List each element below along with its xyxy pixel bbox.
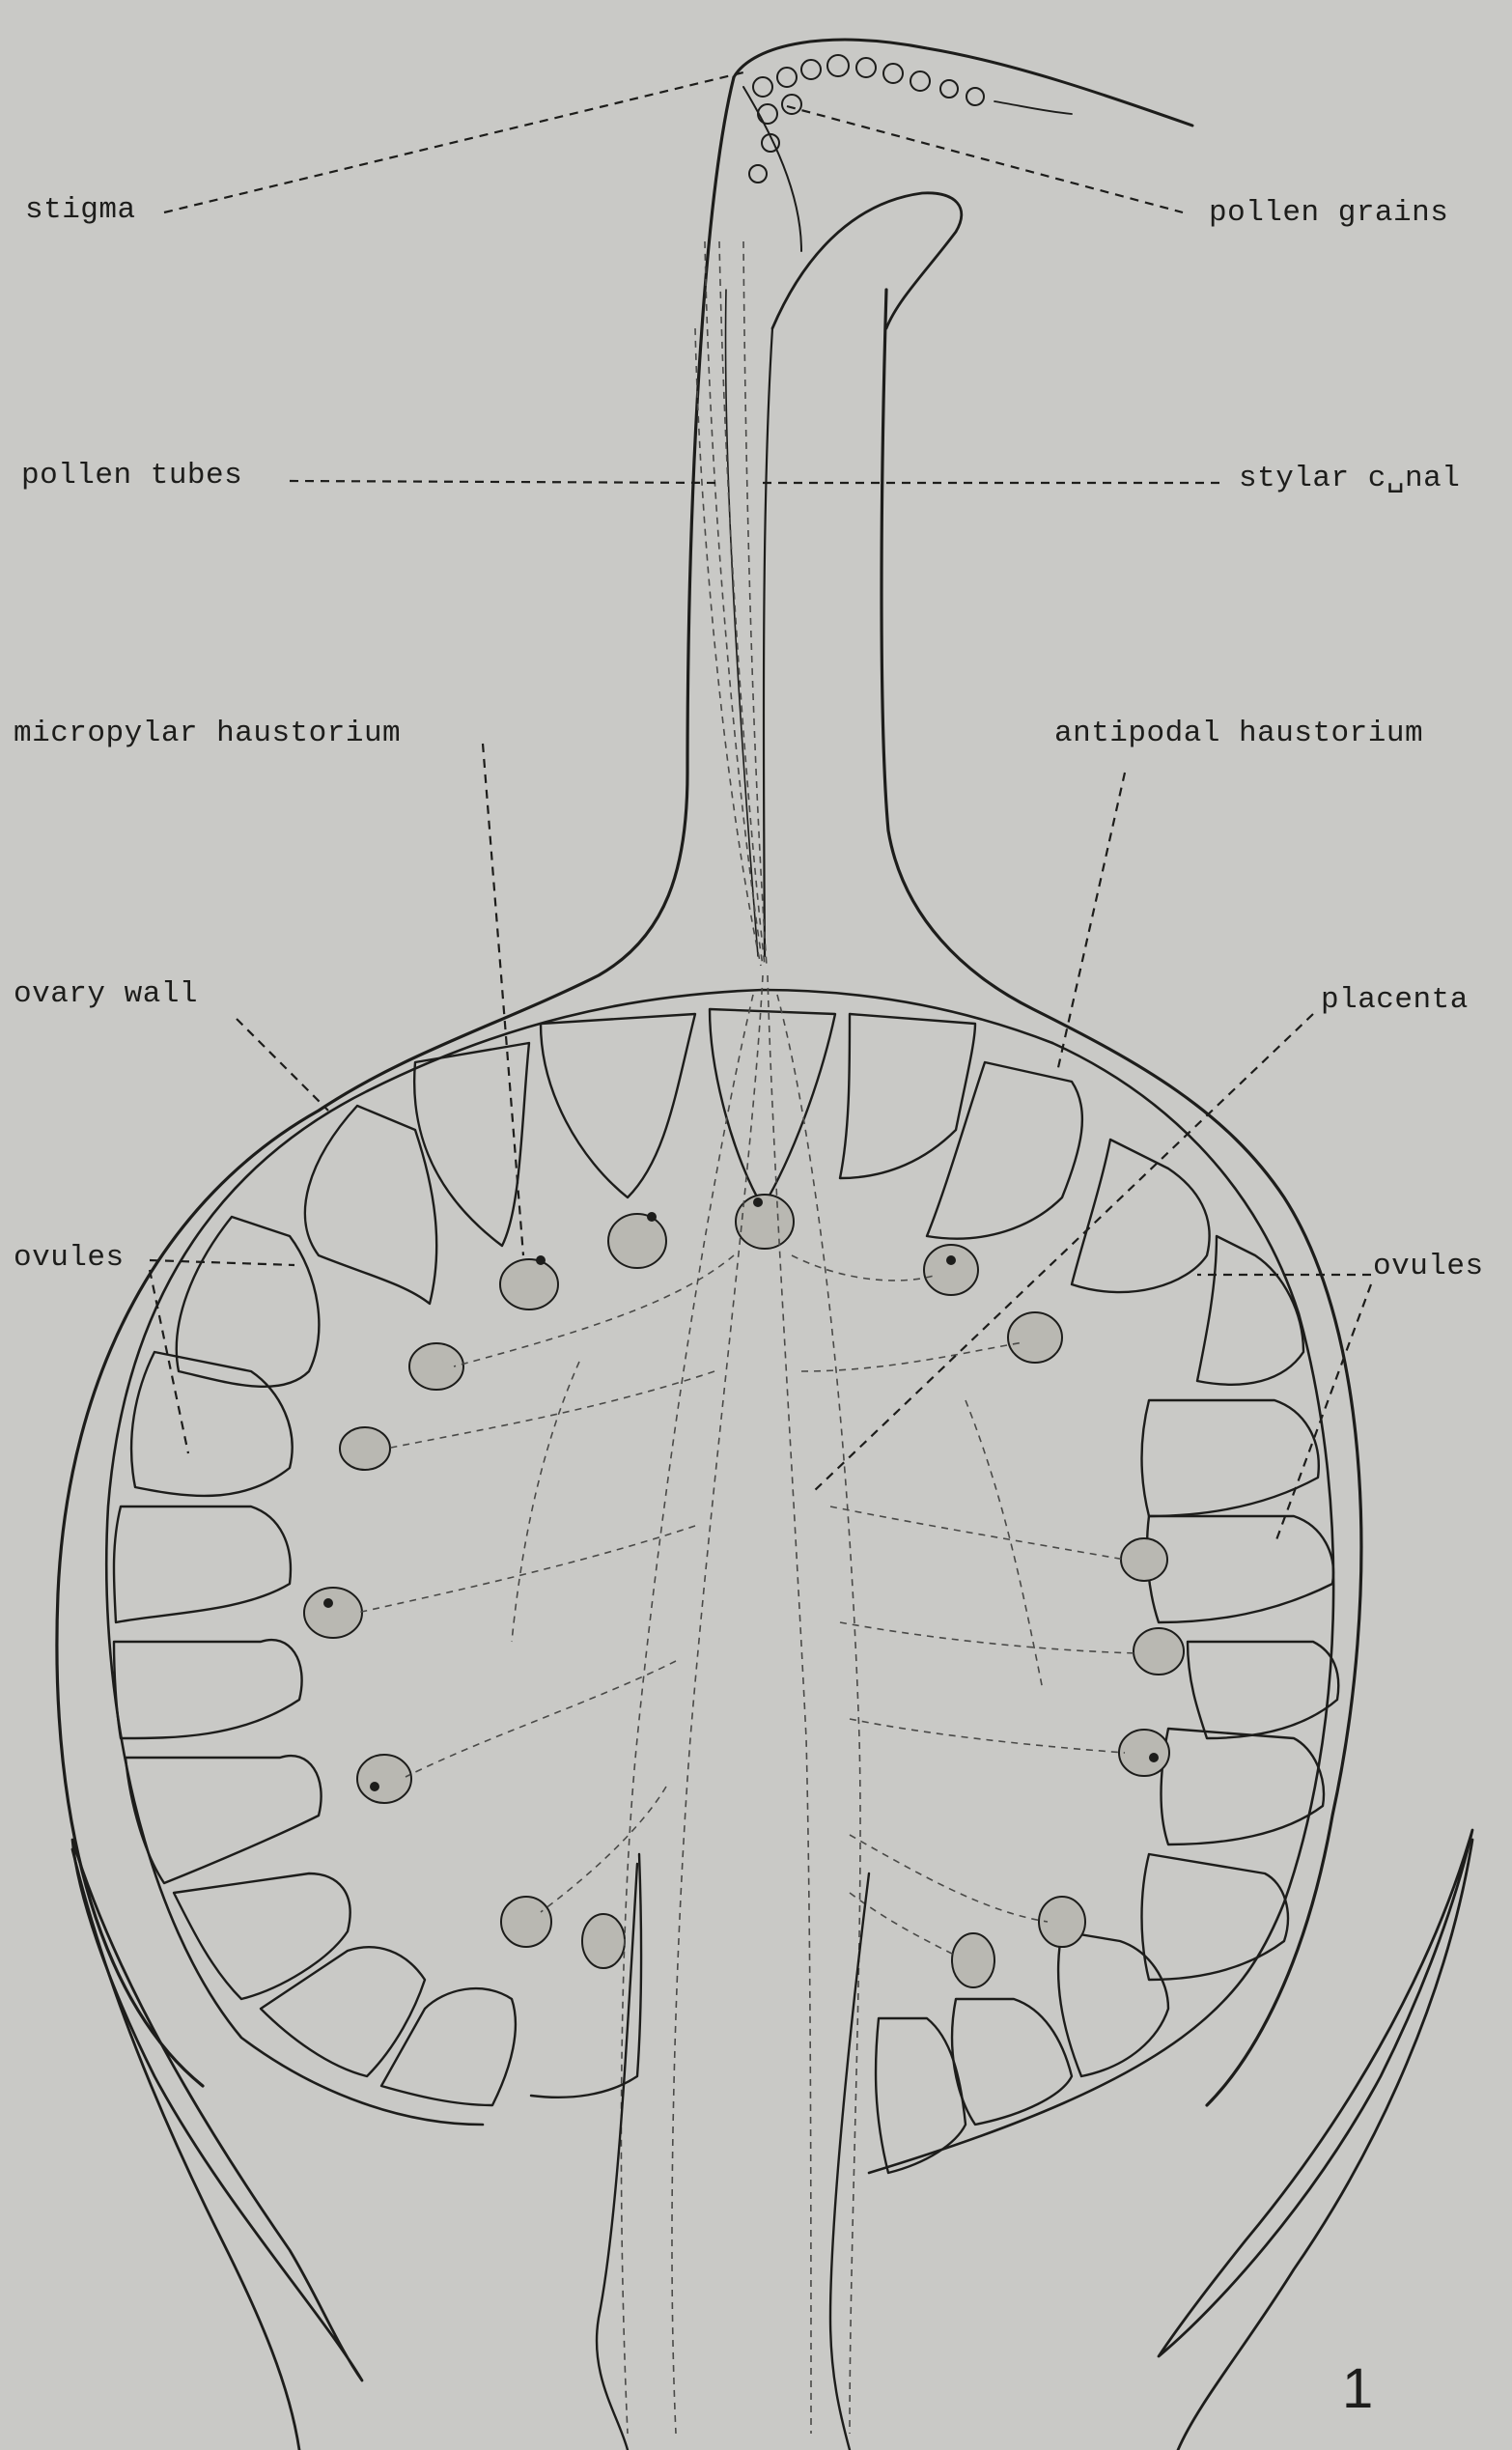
stylar-canal-line xyxy=(764,328,772,956)
bract-right-stalk xyxy=(1178,1840,1472,2450)
bract-left-stalk xyxy=(72,1849,299,2450)
label-placenta: placenta xyxy=(1321,983,1469,1017)
label-pollen-grains: pollen grains xyxy=(1209,196,1448,230)
pollen-tube-bundle xyxy=(695,241,767,966)
bract-right xyxy=(1159,1830,1472,2356)
stigma-lobe xyxy=(743,87,801,251)
label-antipodal-haustorium: antipodal haustorium xyxy=(1054,717,1423,750)
label-stigma: stigma xyxy=(25,193,136,227)
ovary-top-arc xyxy=(367,990,1052,1091)
leader-lines xyxy=(150,72,1371,1545)
stigma-head xyxy=(734,40,1192,126)
pollen-tube-network xyxy=(357,975,1139,2434)
ovary-wall-inner-right xyxy=(869,1043,1333,2173)
bract-left xyxy=(72,1840,362,2380)
ovary-wall-inner xyxy=(106,1091,483,2125)
ovule-chambers-right xyxy=(710,1009,1338,2173)
stylar-canal-outline xyxy=(772,193,962,328)
label-micropylar-haustorium: micropylar haustorium xyxy=(14,717,401,750)
pollen-grains-cluster xyxy=(749,55,1072,183)
label-ovary-wall: ovary wall xyxy=(14,977,198,1011)
label-ovules-left: ovules xyxy=(14,1241,125,1275)
label-stylar-canal: stylar c␣nal xyxy=(1239,459,1460,495)
figure-number: 1 xyxy=(1342,2356,1373,2421)
embryo-sacs xyxy=(304,1195,1184,1987)
label-pollen-tubes: pollen tubes xyxy=(21,459,242,493)
label-ovules-right: ovules xyxy=(1373,1250,1484,1283)
